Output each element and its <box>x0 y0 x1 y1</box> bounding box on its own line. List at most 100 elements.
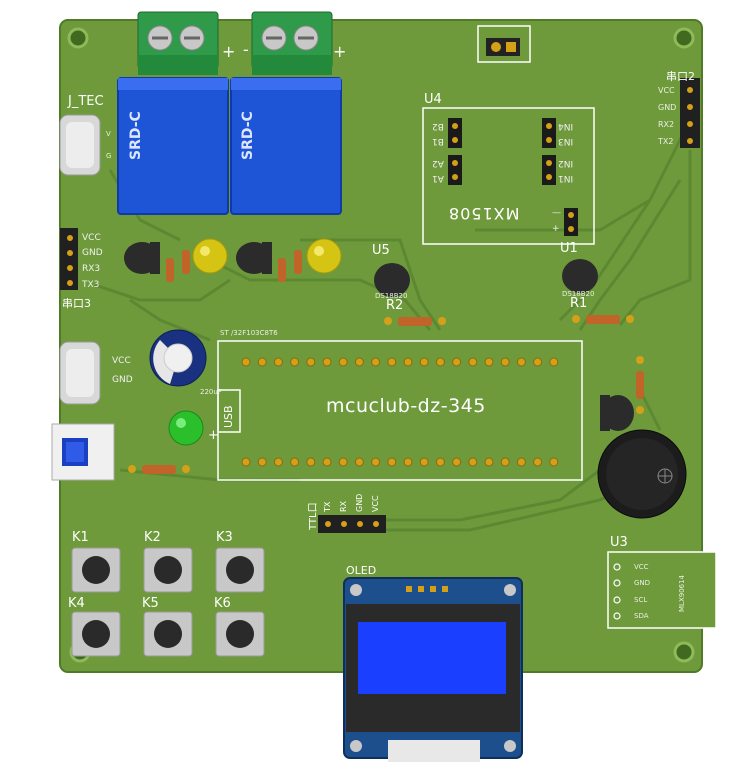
u4-plus-label: + <box>552 224 560 234</box>
usb-c-connector-1 <box>59 114 101 176</box>
mcu-pin <box>371 457 381 467</box>
mcu-pin <box>516 357 526 367</box>
mcu-pin <box>533 357 543 367</box>
k4-label: K4 <box>68 596 85 611</box>
k3-label: K3 <box>216 530 233 545</box>
mcu-pin <box>371 357 381 367</box>
port3-label: 串口3 <box>62 297 91 310</box>
mcu-pin <box>452 357 462 367</box>
u3-vcc-label: VCC <box>634 563 649 571</box>
port2-label: 串口2 <box>666 70 695 83</box>
u3-gnd-label: GND <box>634 579 651 587</box>
mcu-pin <box>257 457 267 467</box>
mcu-pin <box>435 357 445 367</box>
terminal-block-2 <box>251 11 333 75</box>
mcu-pin <box>452 457 462 467</box>
u4-b1-label: B1 <box>432 136 444 146</box>
mcu-pin <box>468 357 478 367</box>
mcu-pin <box>403 357 413 367</box>
plus-label-1: + <box>222 42 236 61</box>
header-port2 <box>680 78 700 148</box>
u4-a1-label: A1 <box>432 173 444 183</box>
u3-chip-label: MLX90614 <box>678 574 686 612</box>
top-jumper <box>477 25 531 63</box>
u4-a2-label: A2 <box>432 158 444 168</box>
port2-vcc-label: VCC <box>658 86 675 95</box>
capacitor <box>149 329 207 387</box>
port3-tx-label: TX3 <box>82 280 100 290</box>
mcu-pins-bottom <box>241 457 559 467</box>
mcu-pins-top <box>241 357 559 367</box>
mcu-pin <box>516 457 526 467</box>
mcu-pin <box>403 457 413 467</box>
mcu-pin <box>338 357 348 367</box>
resistors <box>142 250 644 474</box>
button-caps <box>82 556 254 648</box>
capacitor-value-label: 220uF <box>200 388 222 396</box>
usb-port-label: USB <box>222 405 235 428</box>
port3-gnd-label: GND <box>82 248 103 258</box>
mcu-pin <box>419 357 429 367</box>
mx1508-label: MX1508 <box>448 204 520 223</box>
u3-sda-label: SDA <box>634 612 649 620</box>
mcu-pin <box>435 457 445 467</box>
u4-in2-label: IN2 <box>558 158 574 168</box>
port2-tx-label: TX2 <box>658 137 674 146</box>
u5-label: U5 <box>372 243 390 258</box>
mcu-pin <box>419 457 429 467</box>
u4-pins <box>448 118 578 236</box>
r1-label: R1 <box>570 296 588 311</box>
j-tec-label: J_TEC <box>68 94 104 109</box>
relay-1-label: SRD-C <box>128 111 144 160</box>
terminal-block-1 <box>137 11 219 75</box>
usbc1-g-label: G <box>106 152 112 160</box>
ttl-header <box>318 515 386 533</box>
usb-gnd-label: GND <box>112 375 133 385</box>
transistors <box>124 242 634 431</box>
mcu-pin <box>338 457 348 467</box>
mcu-pin <box>241 457 251 467</box>
mcu-pin <box>354 357 364 367</box>
r2-label: R2 <box>386 298 404 313</box>
mcu-pin <box>387 457 397 467</box>
mcu-pin <box>257 357 267 367</box>
k1-label: K1 <box>72 530 89 545</box>
mcu-pin <box>500 357 510 367</box>
usb-vcc-label: VCC <box>112 356 131 366</box>
ds18b20-label-1: DS18B20 <box>375 292 408 300</box>
mcu-pin <box>241 357 251 367</box>
relay-1 <box>117 77 229 215</box>
u4-pin-pads <box>452 123 574 232</box>
mcu-pin <box>484 357 494 367</box>
relay-2 <box>230 77 342 215</box>
mcu-pin <box>290 357 300 367</box>
mcu-outline <box>217 340 583 481</box>
board-title: mcuclub-dz-345 <box>326 395 486 417</box>
buzzer <box>597 429 687 519</box>
mcu-pin <box>273 357 283 367</box>
mcu-pin <box>322 357 332 367</box>
ds18b20-label-2: DS18B20 <box>562 290 595 298</box>
resistor-pads <box>128 315 644 473</box>
oled-module <box>343 577 523 762</box>
ttl-rx-label: RX <box>339 500 348 512</box>
mcu-top-label: ST /32F103C8T6 <box>220 329 278 337</box>
k2-label: K2 <box>144 530 161 545</box>
mcu-pin <box>500 457 510 467</box>
ttl-label: TTL口 <box>308 502 319 530</box>
u1-label: U1 <box>560 241 578 256</box>
mcu-pin <box>387 357 397 367</box>
usb-c-connector-2 <box>59 341 101 405</box>
yellow-leds <box>192 238 342 274</box>
port2-rx-label: RX2 <box>658 120 675 129</box>
u4-b2-label: B2 <box>432 121 444 131</box>
u4-in4-label: IN4 <box>558 121 574 131</box>
ttl-gnd-label: GND <box>355 493 364 512</box>
led-plus-label: + <box>208 428 219 443</box>
relay-2-label: SRD-C <box>240 111 256 160</box>
u3-scl-label: SCL <box>634 596 648 604</box>
mcu-pin <box>484 457 494 467</box>
u4-in1-label: IN1 <box>558 173 574 183</box>
mcu-pin <box>306 357 316 367</box>
